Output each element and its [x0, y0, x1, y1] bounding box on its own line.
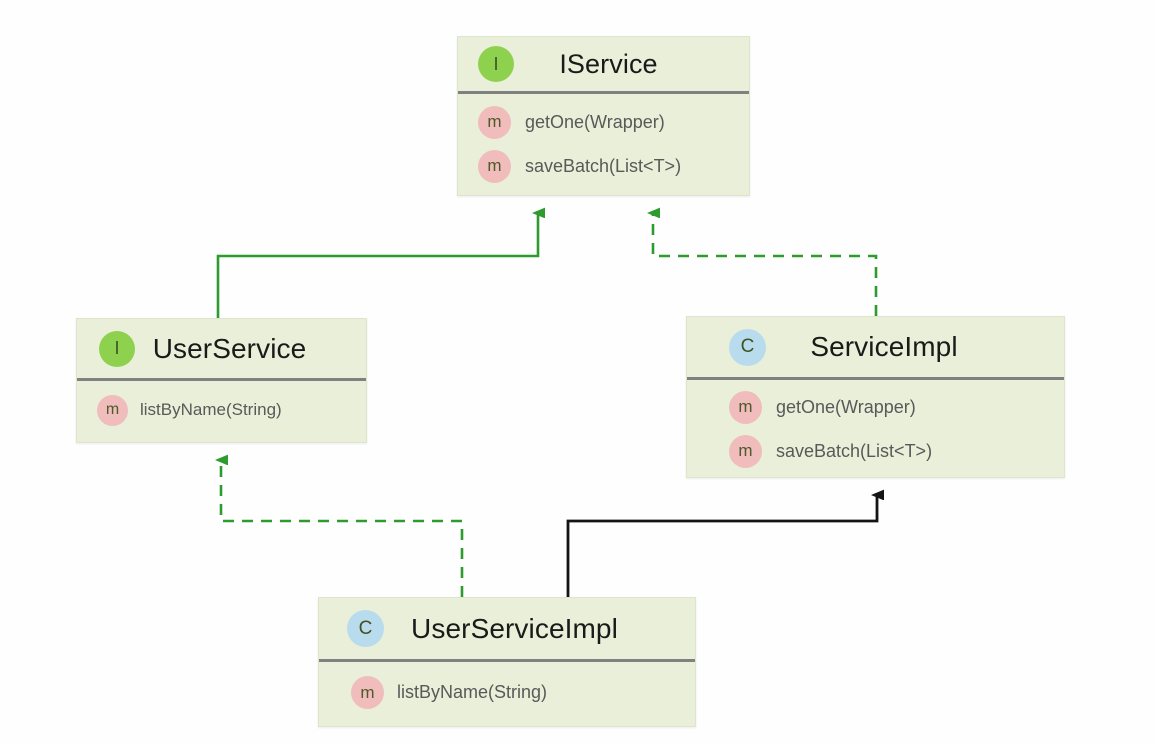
method-icon: m: [729, 390, 762, 424]
edge-serviceimpl-implements-iservice: [653, 213, 878, 316]
class-header-iservice: I IService: [458, 37, 749, 94]
edge-userservice-extends-iservice: [216, 213, 538, 318]
method-icon: m: [729, 434, 762, 468]
member-label: getOne(Wrapper): [776, 396, 916, 417]
class-box-userservice[interactable]: I UserService m listByName(String): [76, 318, 367, 443]
member-row[interactable]: m getOne(Wrapper): [687, 385, 1064, 429]
class-name-serviceimpl: ServiceImpl: [810, 331, 958, 362]
edge-userserviceimpl-extends-serviceimpl: [566, 495, 877, 597]
class-icon: C: [347, 610, 384, 647]
class-name-userservice: UserService: [152, 332, 307, 364]
members-list-iservice: m getOne(Wrapper) m saveBatch(List<T>): [458, 94, 749, 194]
class-box-iservice[interactable]: I IService m getOne(Wrapper) m saveBatch…: [457, 36, 750, 196]
class-header-serviceimpl: C ServiceImpl: [687, 317, 1064, 380]
class-icon: C: [729, 328, 766, 366]
class-header-userserviceimpl: C UserServiceImpl: [319, 598, 695, 662]
class-box-userserviceimpl[interactable]: C UserServiceImpl m listByName(String): [318, 597, 696, 727]
class-box-serviceimpl[interactable]: C ServiceImpl m getOne(Wrapper) m saveBa…: [686, 316, 1065, 478]
interface-icon: I: [99, 330, 135, 367]
member-row[interactable]: m getOne(Wrapper): [458, 100, 749, 144]
edge-userserviceimpl-implements-userservice: [221, 460, 464, 597]
method-icon: m: [97, 394, 128, 426]
member-label: saveBatch(List<T>): [525, 155, 682, 176]
member-row[interactable]: m listByName(String): [319, 665, 695, 720]
method-icon: m: [478, 149, 511, 183]
member-row[interactable]: m listByName(String): [77, 384, 366, 436]
method-icon: m: [351, 676, 384, 709]
class-name-iservice: IService: [559, 48, 658, 79]
interface-icon: I: [478, 46, 514, 82]
method-icon: m: [478, 105, 511, 139]
member-label: listByName(String): [397, 682, 548, 702]
members-list-userserviceimpl: m listByName(String): [319, 662, 695, 723]
member-row[interactable]: m saveBatch(List<T>): [458, 144, 749, 188]
class-name-userserviceimpl: UserServiceImpl: [411, 612, 618, 644]
members-list-serviceimpl: m getOne(Wrapper) m saveBatch(List<T>): [687, 380, 1064, 478]
class-header-userservice: I UserService: [77, 319, 366, 381]
member-row[interactable]: m saveBatch(List<T>): [687, 429, 1064, 473]
members-list-userservice: m listByName(String): [77, 381, 366, 439]
member-label: getOne(Wrapper): [525, 111, 665, 132]
member-label: listByName(String): [140, 400, 282, 419]
member-label: saveBatch(List<T>): [776, 440, 933, 461]
